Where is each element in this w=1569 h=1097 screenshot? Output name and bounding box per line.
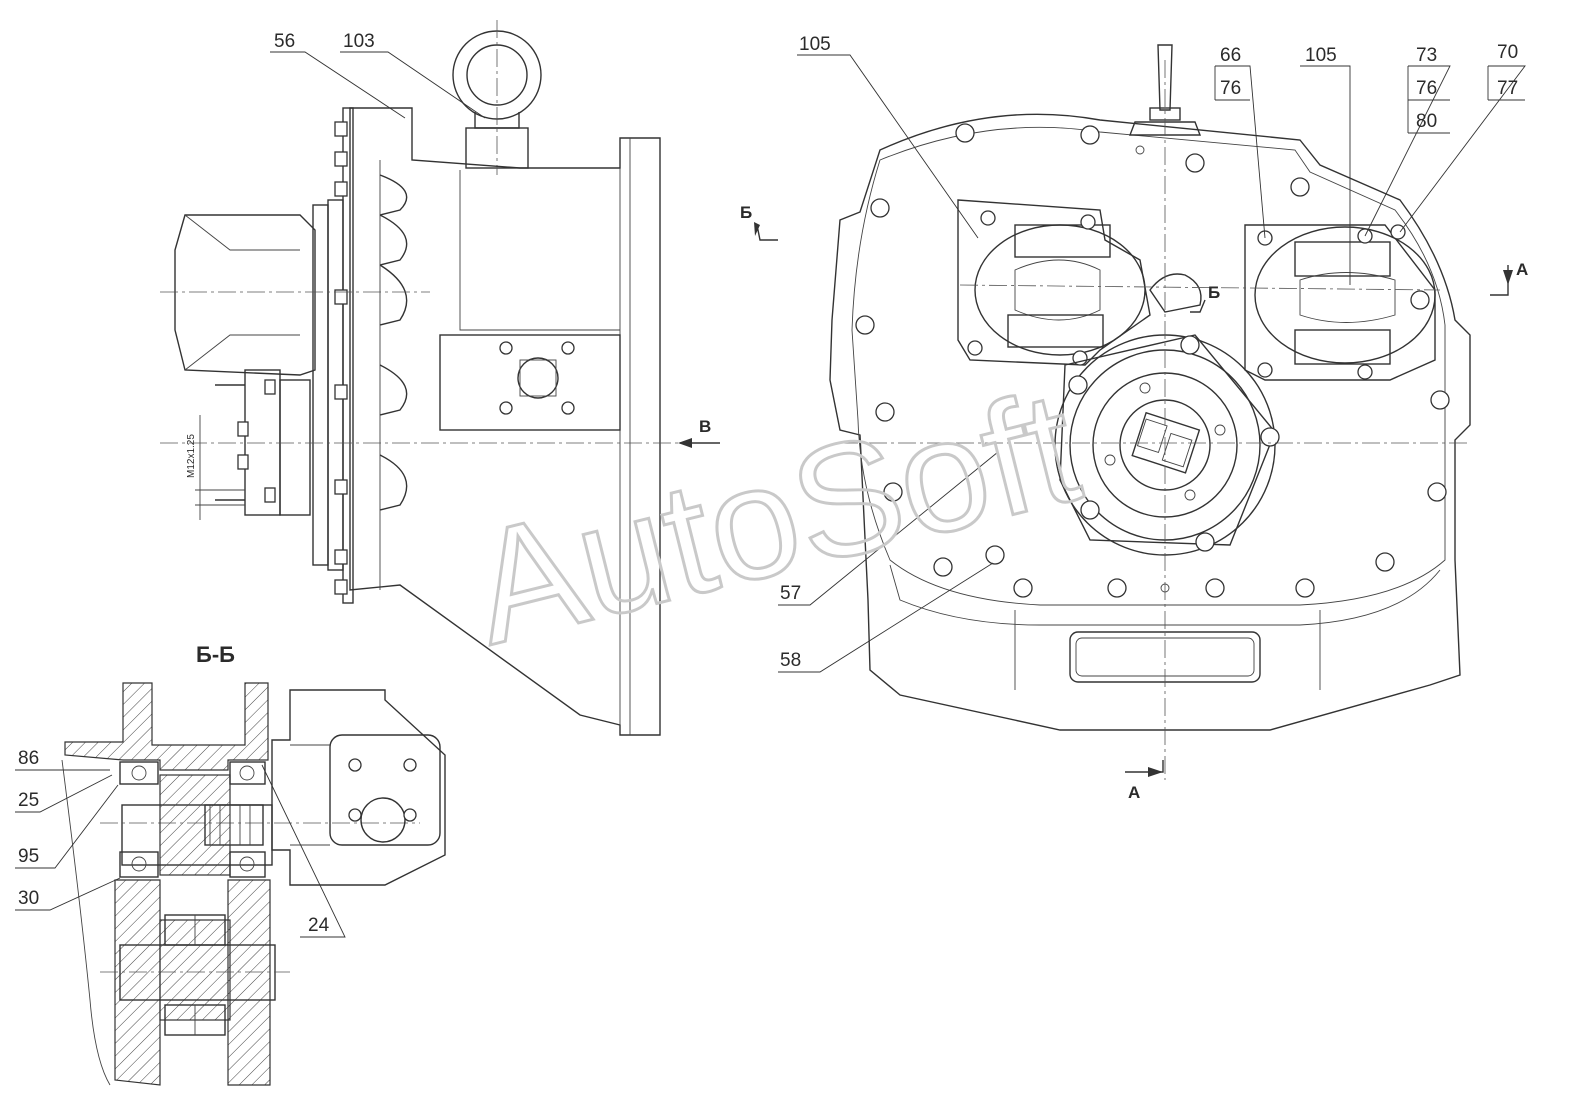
callout-58: 58: [780, 650, 801, 671]
view-mark-a-right: А: [1516, 260, 1528, 279]
view-mark-b-top: Б: [740, 203, 752, 222]
callout-70: 70: [1497, 42, 1518, 63]
callout-80: 80: [1416, 111, 1437, 132]
callout-105-left: 105: [799, 34, 831, 55]
left-cover: [957, 199, 1151, 366]
callout-66: 66: [1220, 45, 1241, 66]
callout-95: 95: [18, 846, 39, 867]
callout-24: 24: [308, 915, 330, 936]
housing-side: [349, 107, 661, 736]
side-view: M12x1.25 В: [160, 20, 720, 736]
callout-105-right: 105: [1305, 45, 1337, 66]
view-mark-a-bottom: А: [1128, 783, 1140, 802]
section-title: Б-Б: [196, 642, 235, 667]
flange-plate: [312, 107, 354, 604]
watermark: AutoSoft: [455, 356, 1094, 678]
thread-dimension: M12x1.25: [186, 415, 245, 520]
callout-76-a: 76: [1220, 78, 1241, 99]
callout-57: 57: [780, 583, 801, 604]
view-mark-b-mid: Б: [1208, 283, 1220, 302]
leader-lines: [15, 51, 1526, 938]
lifting-eye: [452, 20, 542, 175]
callout-73: 73: [1416, 45, 1437, 66]
thread-note: M12x1.25: [186, 434, 197, 478]
callout-86: 86: [18, 748, 39, 769]
callouts: 56 103 105 66 76 105 73 76 80 70 77 57 5…: [18, 31, 1518, 936]
callout-30: 30: [18, 888, 39, 909]
section-markers: Б Б А А: [740, 203, 1528, 802]
callout-77: 77: [1497, 78, 1518, 99]
view-arrow-v: В: [678, 417, 720, 448]
callout-56: 56: [274, 31, 295, 52]
callout-76-b: 76: [1416, 78, 1437, 99]
pump-unit: [160, 214, 430, 516]
view-mark-v: В: [699, 417, 711, 436]
output-flange: [1054, 273, 1280, 556]
callout-103: 103: [343, 31, 375, 52]
section-b-b: Б-Б: [61, 642, 446, 1086]
housing-bolts: [855, 123, 1450, 598]
right-cover: [1244, 224, 1436, 381]
callout-25: 25: [18, 790, 39, 811]
